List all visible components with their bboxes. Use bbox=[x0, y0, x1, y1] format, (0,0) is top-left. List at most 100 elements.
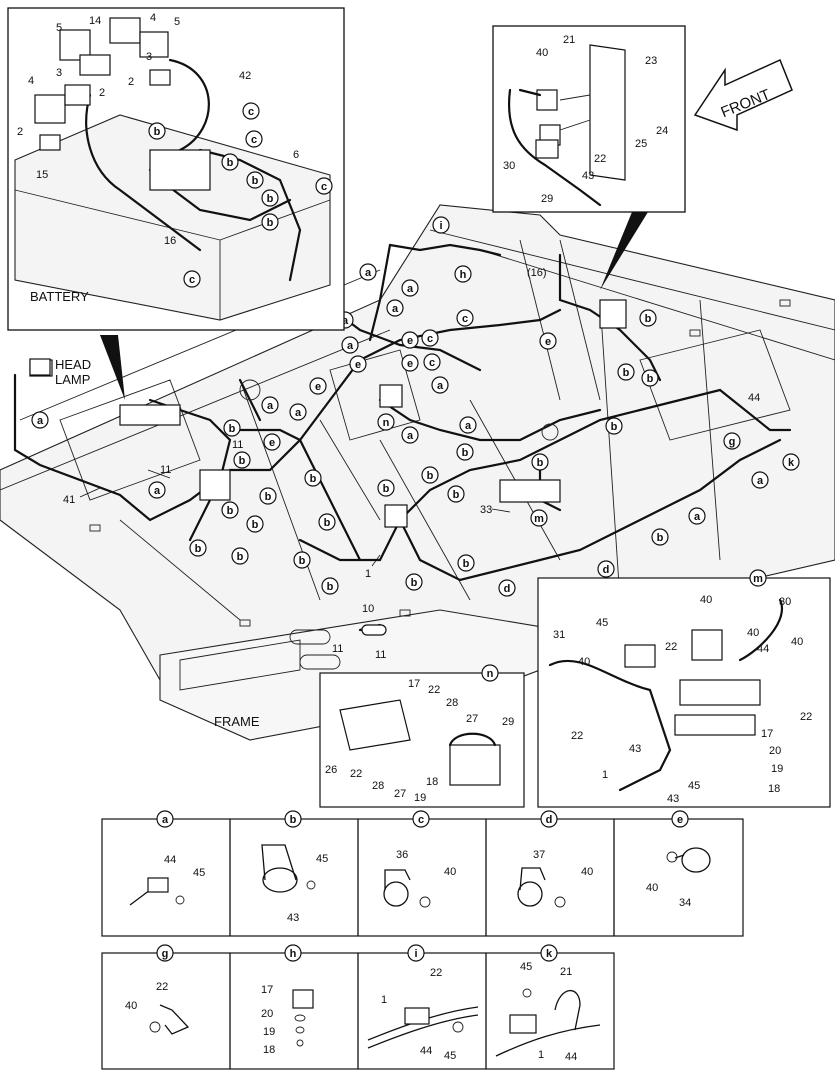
callout-e: e bbox=[309, 377, 327, 395]
svg-text:22: 22 bbox=[571, 730, 583, 742]
frame-label: FRAME bbox=[214, 714, 260, 729]
svg-text:a: a bbox=[154, 485, 161, 497]
svg-text:27: 27 bbox=[394, 788, 406, 800]
svg-text:a: a bbox=[437, 380, 444, 392]
callout-c: c bbox=[242, 102, 260, 120]
svg-text:2: 2 bbox=[99, 87, 105, 99]
callout-d: d bbox=[597, 560, 615, 578]
svg-text:h: h bbox=[290, 948, 297, 960]
svg-text:30: 30 bbox=[503, 160, 515, 172]
svg-text:b: b bbox=[657, 532, 664, 544]
svg-text:22: 22 bbox=[350, 768, 362, 780]
svg-text:4: 4 bbox=[150, 12, 156, 24]
callout-h: h bbox=[454, 265, 472, 283]
part-number: 10 bbox=[362, 603, 374, 615]
head-lamp-label: LAMP bbox=[55, 372, 90, 387]
callout-a: a bbox=[459, 416, 477, 434]
callout-b: b bbox=[617, 363, 635, 381]
callout-d: d bbox=[498, 579, 516, 597]
svg-text:b: b bbox=[290, 814, 297, 826]
callout-m: m bbox=[749, 569, 767, 587]
svg-text:a: a bbox=[465, 420, 472, 432]
svg-text:17: 17 bbox=[408, 678, 420, 690]
svg-text:e: e bbox=[407, 335, 413, 347]
svg-text:m: m bbox=[753, 573, 763, 585]
svg-text:20: 20 bbox=[261, 1008, 273, 1020]
callout-k: k bbox=[782, 453, 800, 471]
part-number: 11 bbox=[332, 643, 343, 655]
svg-text:37: 37 bbox=[533, 849, 545, 861]
svg-text:4: 4 bbox=[28, 75, 34, 87]
part-number: 11 bbox=[160, 464, 171, 476]
callout-c: c bbox=[245, 130, 263, 148]
svg-text:b: b bbox=[299, 555, 306, 567]
svg-text:b: b bbox=[537, 457, 544, 469]
svg-text:b: b bbox=[645, 313, 652, 325]
callout-a: a bbox=[401, 426, 419, 444]
callout-a: a bbox=[401, 279, 419, 297]
svg-text:a: a bbox=[347, 340, 354, 352]
svg-text:b: b bbox=[327, 581, 334, 593]
svg-text:a: a bbox=[407, 430, 414, 442]
svg-text:30: 30 bbox=[779, 596, 791, 608]
svg-text:a: a bbox=[392, 303, 399, 315]
svg-text:21: 21 bbox=[560, 966, 572, 978]
main-callouts: a a a a a a a a a a a a a a a b b b b b … bbox=[31, 216, 800, 599]
svg-text:k: k bbox=[546, 948, 553, 960]
callout-b: b bbox=[639, 309, 657, 327]
battery-inset: BATTERY 14 4 5 5 3 3 2 2 42 4 2 15 6 16 … bbox=[7, 7, 345, 331]
svg-text:b: b bbox=[611, 421, 618, 433]
svg-text:44: 44 bbox=[565, 1051, 577, 1063]
svg-text:34: 34 bbox=[679, 897, 691, 909]
svg-text:b: b bbox=[227, 505, 234, 517]
svg-text:b: b bbox=[252, 175, 259, 187]
callout-e: e bbox=[263, 433, 281, 451]
callout-b: b bbox=[321, 577, 339, 595]
callout-e: e bbox=[401, 354, 419, 372]
svg-text:a: a bbox=[37, 415, 44, 427]
callout-b: b bbox=[456, 443, 474, 461]
svg-text:24: 24 bbox=[656, 125, 668, 137]
svg-text:b: b bbox=[237, 551, 244, 563]
callout-a: a bbox=[751, 471, 769, 489]
svg-text:45: 45 bbox=[520, 961, 532, 973]
callout-b: b bbox=[457, 554, 475, 572]
svg-text:42: 42 bbox=[239, 70, 251, 82]
svg-text:40: 40 bbox=[646, 882, 658, 894]
callout-b: b bbox=[261, 189, 279, 207]
svg-text:1: 1 bbox=[602, 769, 608, 781]
callout-b: b bbox=[233, 451, 251, 469]
svg-text:18: 18 bbox=[426, 776, 438, 788]
svg-text:c: c bbox=[429, 357, 435, 369]
detail-i: i 22 1 44 45 bbox=[367, 944, 479, 1062]
svg-text:d: d bbox=[504, 583, 511, 595]
head-lamp: HEAD LAMP bbox=[29, 357, 91, 387]
callout-b: b bbox=[246, 171, 264, 189]
battery-pointer bbox=[100, 335, 125, 400]
svg-text:d: d bbox=[546, 814, 553, 826]
svg-text:45: 45 bbox=[193, 867, 205, 879]
svg-text:b: b bbox=[463, 558, 470, 570]
callout-b: b bbox=[651, 528, 669, 546]
svg-text:b: b bbox=[324, 517, 331, 529]
callout-e: e bbox=[349, 355, 367, 373]
callout-a: a bbox=[261, 396, 279, 414]
svg-text:40: 40 bbox=[578, 656, 590, 668]
svg-text:c: c bbox=[427, 333, 433, 345]
svg-text:n: n bbox=[487, 668, 494, 680]
svg-text:b: b bbox=[310, 473, 317, 485]
svg-text:40: 40 bbox=[791, 636, 803, 648]
svg-text:1: 1 bbox=[381, 994, 387, 1006]
svg-text:20: 20 bbox=[769, 745, 781, 757]
svg-text:c: c bbox=[462, 313, 468, 325]
callout-c: c bbox=[456, 309, 474, 327]
svg-text:44: 44 bbox=[420, 1045, 432, 1057]
svg-text:22: 22 bbox=[665, 641, 677, 653]
svg-text:b: b bbox=[453, 489, 460, 501]
detail-h: h 17 20 19 18 bbox=[261, 944, 314, 1056]
svg-text:e: e bbox=[407, 358, 413, 370]
frame-part-numbers: 11 11 41 33 1 10 11 11 44 (16) bbox=[63, 267, 760, 661]
svg-text:n: n bbox=[383, 417, 390, 429]
svg-text:a: a bbox=[694, 511, 701, 523]
front-pointer bbox=[600, 212, 648, 290]
